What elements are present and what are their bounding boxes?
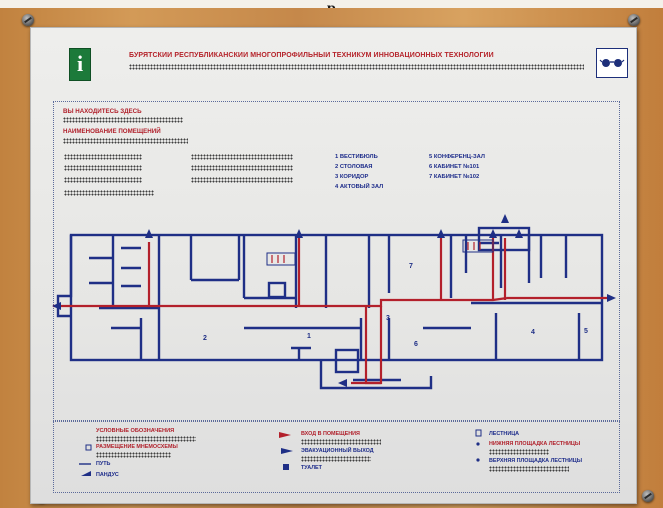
braille-room-list-row-5 [191, 154, 293, 160]
plan-room-number-7: 7 [409, 263, 413, 270]
plan-room-number-1: 1 [307, 333, 311, 340]
legend-upper-landing: ВЕРХНЯЯ ПЛОЩАДКА ЛЕСТНИЦЫ [489, 458, 582, 464]
low-vision-glasses-icon [596, 48, 628, 78]
stairs-legend-icon [475, 429, 482, 437]
evacuation-arrow-icon [281, 448, 293, 454]
legend-dotted-frame [53, 421, 620, 493]
floor-plan-walls [56, 226, 604, 390]
braille-room-list-row-6 [191, 165, 293, 171]
floor-plan: 1 2 3 4 5 6 7 [52, 214, 616, 390]
stairs-icon [266, 239, 494, 266]
room-list-item-5: 5 КОНФЕРЕНЦ-ЗАЛ [429, 154, 485, 160]
room-list-item-3: 3 КОРИДОР [335, 174, 369, 180]
plan-room-number-4: 4 [531, 329, 535, 336]
braille-room-list-row-3 [64, 177, 142, 183]
ramp-icon [81, 471, 91, 476]
institution-title: БУРЯТСКИЙ РЕСПУБЛИКАНСКИЙ МНОГОПРОФИЛЬНЫ… [129, 52, 494, 59]
placement-icon [85, 444, 92, 451]
legend-lower-landing-braille [489, 449, 549, 455]
top-caption-text: р [327, 1, 336, 9]
info-icon: i [69, 48, 91, 81]
legend-placement-braille [96, 452, 171, 458]
plan-room-number-2: 2 [203, 335, 207, 342]
braille-room-list-row-7 [191, 177, 293, 183]
legend-path: ПУТЬ [96, 461, 111, 467]
legend-heading: УСЛОВНЫЕ ОБОЗНАЧЕНИЯ [96, 428, 175, 434]
legend-evacuation: ЭВАКУАЦИОННЫЙ ВЫХОД [301, 448, 374, 454]
legend-upper-landing-braille [489, 466, 569, 472]
room-list-item-7: 7 КАБИНЕТ №102 [429, 174, 480, 180]
legend-ramp: ПАНДУС [96, 472, 119, 478]
braille-room-list-row-2 [64, 165, 142, 171]
legend-stairs: ЛЕСТНИЦА [489, 431, 520, 437]
legend-placement: РАЗМЕЩЕНИЕ МНЕМОСХЕМЫ [96, 444, 178, 450]
braille-room-list-row-1 [64, 154, 142, 160]
braille-room-list-row-4 [64, 190, 154, 196]
room-list-item-1: 1 ВЕСТИБЮЛЬ [335, 154, 378, 160]
room-list-item-2: 2 СТОЛОВАЯ [335, 164, 373, 170]
top-caption: р [0, 0, 663, 8]
screw-bottom-right [642, 490, 654, 502]
screw-top-left [22, 14, 34, 26]
legend-evacuation-braille [301, 456, 371, 462]
room-list-item-4: 4 АКТОВЫЙ ЗАЛ [335, 184, 384, 190]
rooms-heading: НАИМЕНОВАНИЕ ПОМЕЩЕНИЙ [63, 128, 161, 135]
legend-icons [79, 429, 482, 476]
legend-heading-braille [96, 436, 196, 442]
legend-entrance: ВХОД В ПОМЕЩЕНИЯ [301, 431, 360, 437]
plan-dotted-frame [53, 101, 620, 421]
upper-landing-icon [476, 458, 480, 462]
room-list-item-6: 6 КАБИНЕТ №101 [429, 164, 480, 170]
you-are-here-label: ВЫ НАХОДИТЕСЬ ЗДЕСЬ [63, 108, 142, 115]
lower-landing-icon [476, 442, 480, 446]
screw-top-right [628, 14, 640, 26]
plan-room-number-5: 5 [584, 328, 588, 335]
plan-room-numbers: 1 2 3 4 5 6 7 [203, 263, 588, 348]
you-are-here-braille [63, 117, 183, 123]
rooms-heading-braille [63, 138, 188, 144]
plan-room-number-6: 6 [414, 341, 418, 348]
tactile-evacuation-plan-sign: i БУРЯТСКИЙ РЕСПУБЛИКАНСКИЙ МНОГОПРОФИЛЬ… [30, 27, 637, 504]
plan-room-number-3: 3 [386, 315, 390, 322]
legend-lower-landing: НИЖНЯЯ ПЛОЩАДКА ЛЕСТНИЦЫ [489, 441, 581, 447]
toilet-icon [283, 464, 289, 470]
entrance-arrow-icon [279, 432, 291, 438]
legend-toilet: ТУАЛЕТ [301, 465, 322, 471]
plan-arrows [52, 214, 616, 387]
legend-entrance-braille [301, 439, 381, 445]
title-braille [129, 64, 584, 70]
